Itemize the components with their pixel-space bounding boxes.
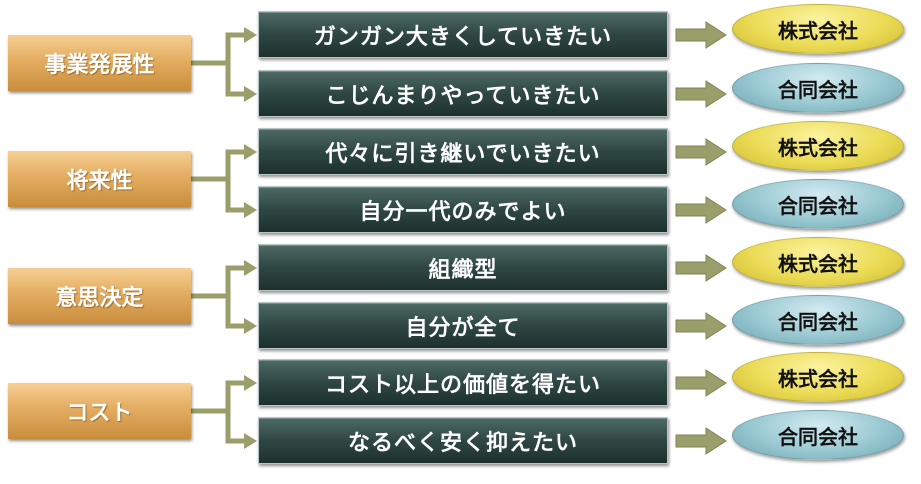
result-godo-1: 合同会社 <box>732 63 904 113</box>
result-godo-4: 合同会社 <box>732 410 904 460</box>
result-arrow <box>675 427 727 455</box>
category-decision-making: 意思決定 <box>8 268 191 324</box>
connector-arrowhead <box>244 144 257 160</box>
option-value-over-cost: コスト以上の価値を得たい <box>258 359 668 406</box>
option-stay-small: こじんまりやっていきたい <box>258 70 668 117</box>
result-arrow <box>675 21 727 49</box>
option-pass-down: 代々に引き継いでいきたい <box>258 128 668 175</box>
option-self-decides: 自分が全て <box>258 302 668 349</box>
option-grow-big: ガンガン大きくしていきたい <box>258 11 668 58</box>
result-arrow <box>675 369 727 397</box>
connector-arrowhead <box>244 202 257 218</box>
result-kabushiki-3: 株式会社 <box>732 237 904 287</box>
result-arrow <box>675 196 727 224</box>
option-keep-cheap: なるべく安く抑えたい <box>258 417 668 464</box>
connector-arrowhead <box>244 27 257 43</box>
category-business-growth: 事業発展性 <box>8 35 191 91</box>
connector-arrowhead <box>244 433 257 449</box>
connector-arrowhead <box>244 260 257 276</box>
connector-arrowhead <box>244 86 257 102</box>
category-cost: コスト <box>8 383 191 439</box>
option-organizational: 組織型 <box>258 244 668 291</box>
connector-arrowhead <box>244 318 257 334</box>
category-future: 将来性 <box>8 151 191 207</box>
result-arrow <box>675 254 727 282</box>
option-one-generation: 自分一代のみでよい <box>258 186 668 233</box>
result-godo-3: 合同会社 <box>732 295 904 345</box>
connector-arrowhead <box>244 375 257 391</box>
result-arrow <box>675 312 727 340</box>
result-arrow <box>675 80 727 108</box>
result-arrow <box>675 138 727 166</box>
result-kabushiki-2: 株式会社 <box>732 121 904 171</box>
result-kabushiki-1: 株式会社 <box>732 4 904 54</box>
result-kabushiki-4: 株式会社 <box>732 352 904 402</box>
result-godo-2: 合同会社 <box>732 179 904 229</box>
